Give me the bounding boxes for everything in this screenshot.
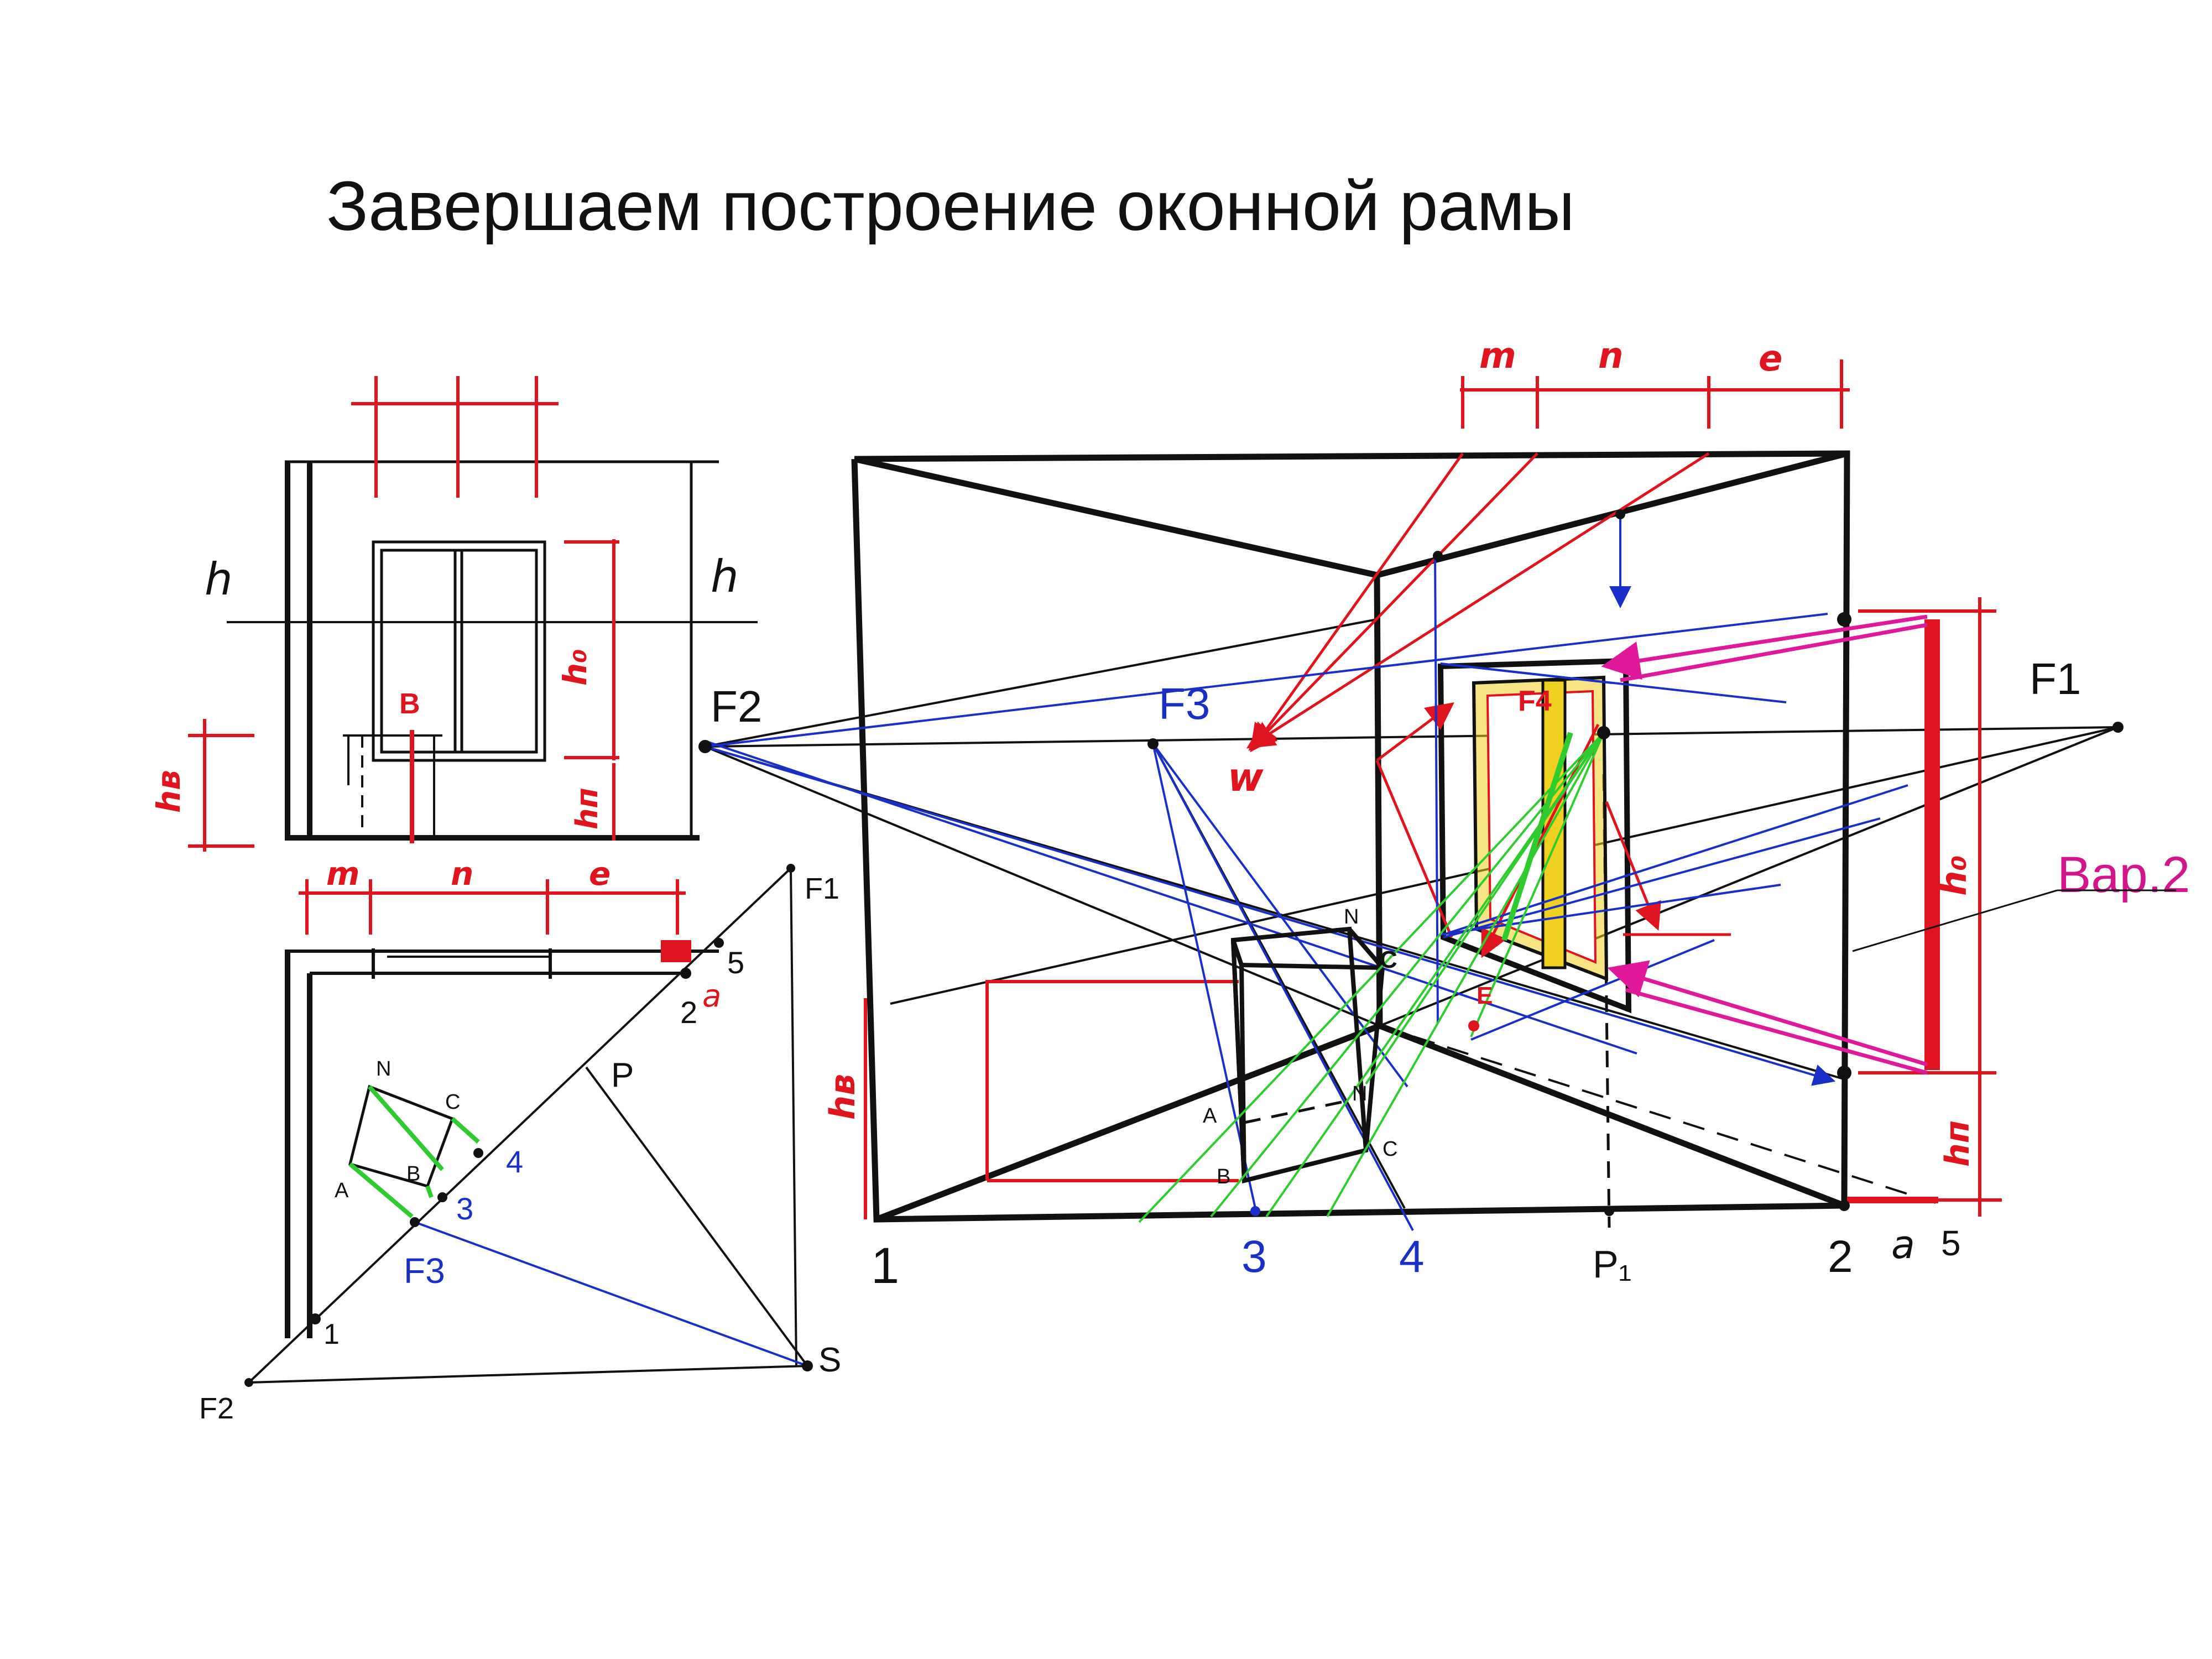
persp-f3-label: F3 (1159, 679, 1210, 728)
plan-object-c-label: C (445, 1091, 460, 1114)
plan-point-5-label: 5 (727, 945, 744, 980)
elevation-dimensions (188, 376, 619, 852)
persp-h0-label: h₀ (1934, 855, 1975, 896)
persp-f1-label: F1 (2030, 654, 2081, 703)
persp-object-c-prime-label: C (1383, 1138, 1397, 1161)
elevation-view: h h h₀ hп hв B (150, 376, 758, 852)
persp-object-a-label: A (1203, 1104, 1217, 1128)
h0-height-bar (1924, 619, 1940, 1070)
elevation-wall-outline (227, 460, 758, 841)
plan-object-a-label: A (335, 1179, 349, 1202)
perspective-view: F2 F1 F3 F4 w E m n e h₀ hп hв A B C N C… (698, 336, 2176, 1294)
plan-object-b-label: B (406, 1162, 420, 1186)
window-height-label: h₀ (556, 649, 594, 686)
plan-point-2-label: 2 (680, 995, 697, 1030)
persp-f4-label: F4 (1518, 685, 1552, 717)
persp-object-c-label: C (1380, 946, 1397, 973)
wall-dimensions (864, 359, 2002, 1219)
perspective-points (698, 509, 2124, 1216)
plan-f2-label: F2 (199, 1392, 234, 1425)
object-shadow-rays (1138, 732, 1605, 1223)
persp-e-label: E (1477, 982, 1493, 1009)
plan-dimensions (299, 879, 686, 935)
plan-projection-f3-s (414, 1221, 808, 1367)
horizon-label-right: h (711, 551, 739, 602)
persp-object-b-label: B (1217, 1165, 1230, 1188)
plan-point-4-label: 4 (506, 1144, 523, 1179)
plan-points (244, 864, 813, 1387)
radiator-height-label: hв (150, 770, 187, 813)
plan-construction-lines (248, 867, 808, 1384)
persp-dim-m-label: m (1479, 336, 1516, 377)
elevation-window (372, 540, 546, 762)
magenta-window-rays (1601, 614, 2176, 1075)
room-outline (851, 450, 1850, 1223)
plan-object-n-label: N (376, 1057, 391, 1081)
base-label-p1: P₁ (1593, 1243, 1631, 1286)
base-label-4: 4 (1399, 1232, 1425, 1282)
plan-p-label: P (611, 1056, 634, 1094)
persp-hv-label: hв (822, 1074, 863, 1120)
base-label-2: 2 (1828, 1232, 1853, 1282)
plan-f3-label: F3 (404, 1251, 445, 1291)
base-label-3: 3 (1241, 1232, 1267, 1282)
plan-object-shadow-rays (348, 1085, 480, 1219)
plan-walls (285, 948, 719, 1338)
page-title: Завершаем построение оконной рамы (326, 167, 1575, 245)
horizon-and-sightlines (705, 618, 2119, 1228)
persp-dim-n-label: n (1598, 336, 1624, 377)
plan-view: m n e (199, 855, 841, 1425)
base-label-5: 5 (1941, 1223, 1961, 1263)
radiator-label: B (399, 688, 420, 720)
persp-object-n-label: N (1344, 905, 1359, 928)
variant-label: Вар.2 (2057, 847, 2190, 903)
base-label-a: a (1891, 1222, 1915, 1267)
plan-a-label: a (702, 978, 721, 1014)
blue-projection-rays (705, 514, 1908, 1231)
persp-dim-e-label: e (1759, 338, 1782, 379)
base-label-1: 1 (871, 1238, 899, 1294)
plan-window-mark (661, 940, 691, 962)
plan-point-3-label: 3 (456, 1191, 473, 1226)
plan-point-1-label: 1 (324, 1318, 340, 1350)
sill-height-label: hп (570, 787, 604, 830)
plan-dim-m-label: m (326, 855, 359, 893)
elevation-radiator (343, 730, 442, 843)
horizon-label-left: h (205, 554, 233, 605)
plan-dim-n-label: n (451, 855, 473, 893)
plan-f1-label: F1 (805, 872, 839, 905)
plan-s-label: S (818, 1341, 841, 1379)
persp-object-n-prime-label: N (1352, 1082, 1367, 1105)
persp-w-label: w (1228, 755, 1264, 800)
plan-object (348, 1084, 455, 1188)
persp-hn-label: hп (1938, 1120, 1977, 1167)
plan-dim-e-label: e (589, 855, 611, 893)
persp-f2-label: F2 (711, 682, 762, 731)
